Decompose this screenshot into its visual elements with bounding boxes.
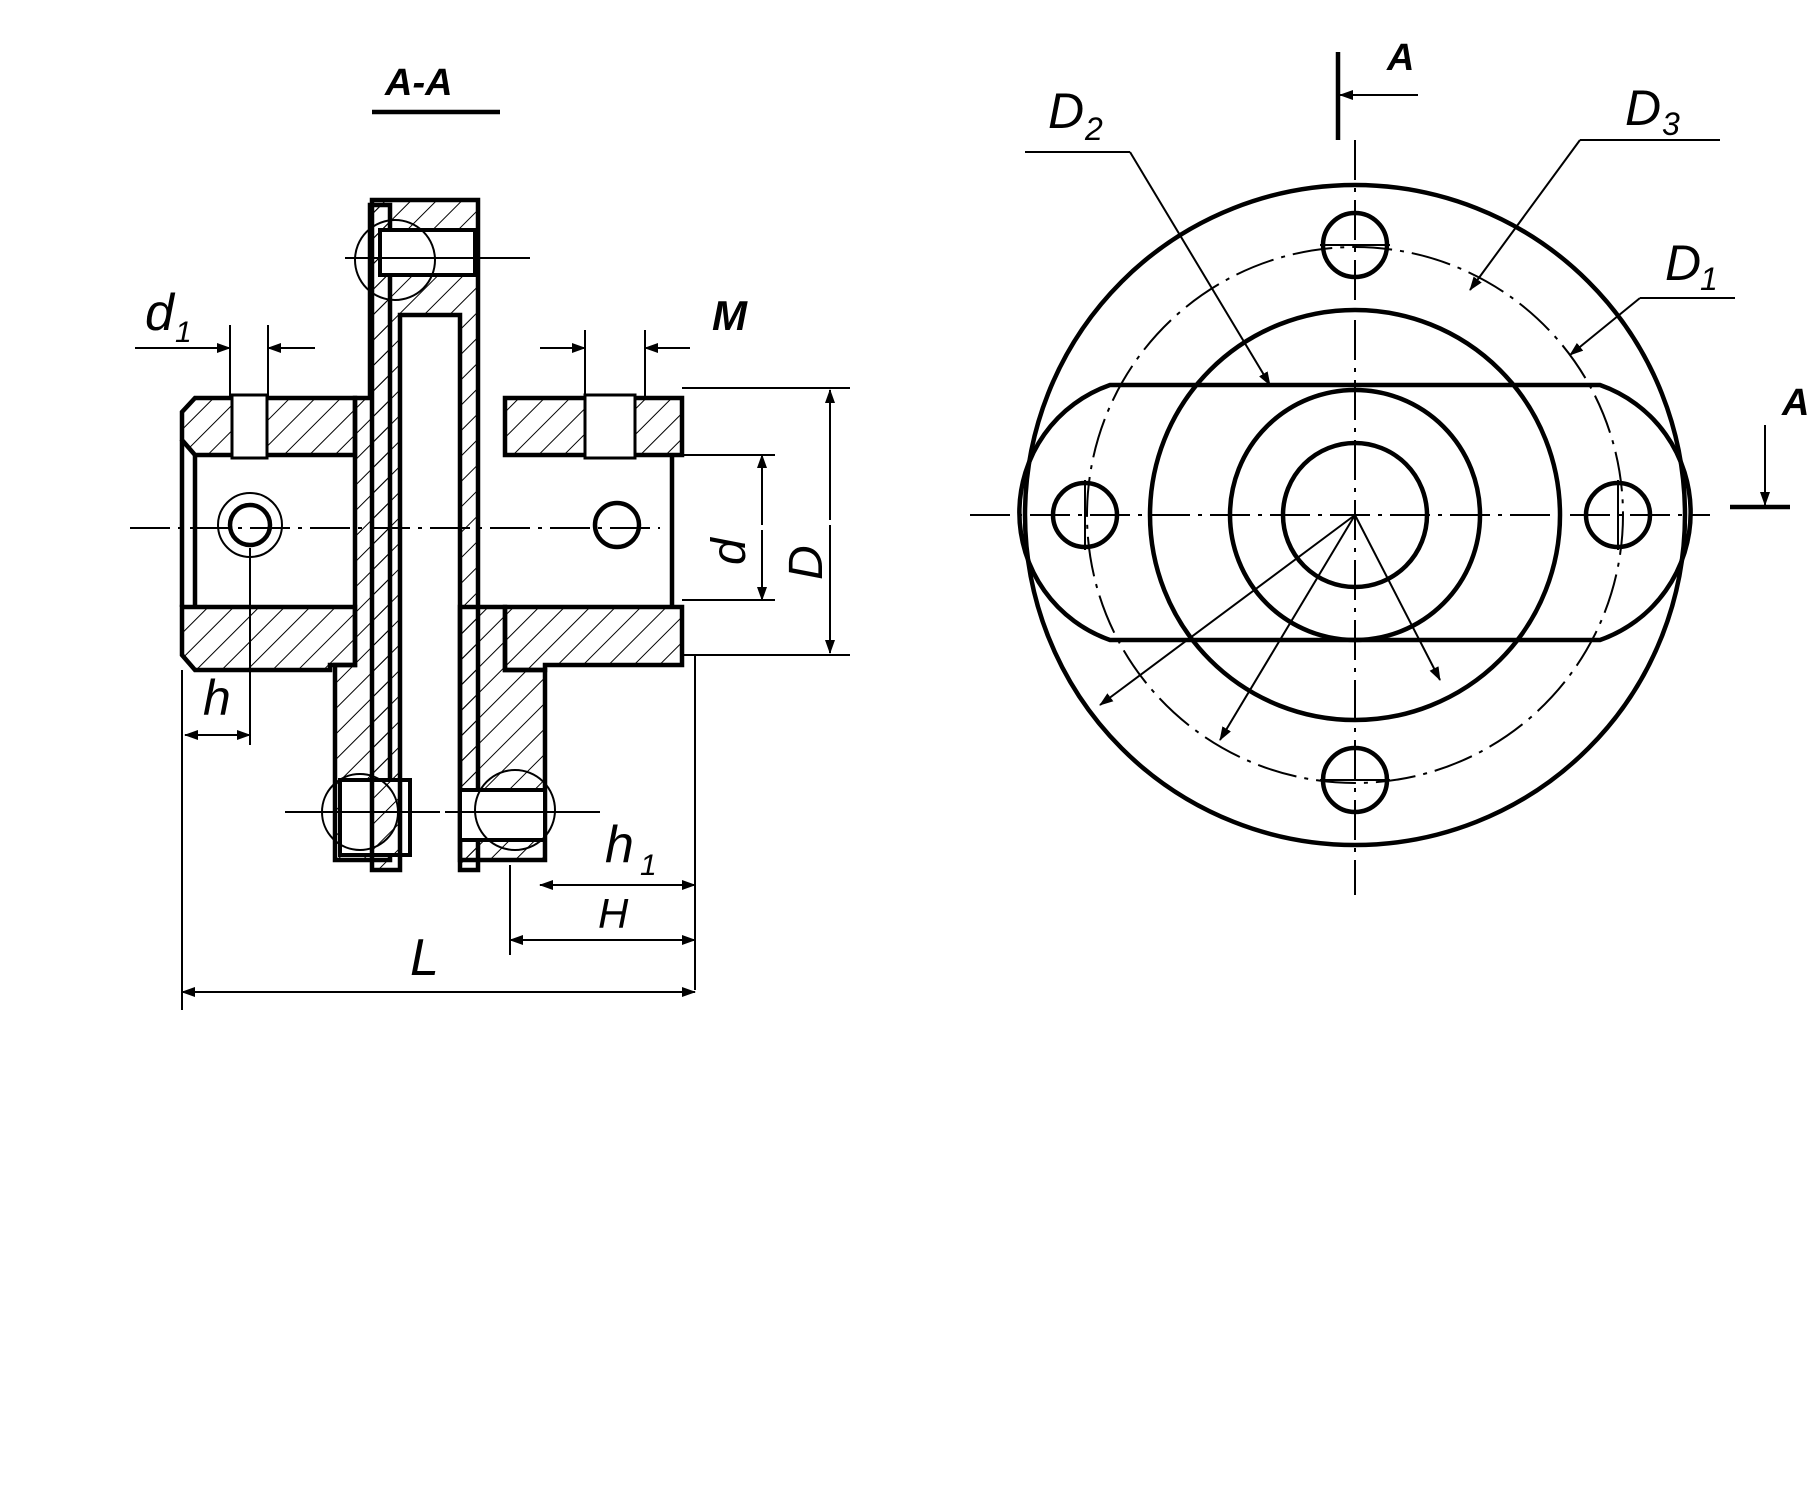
dim-H: H xyxy=(509,865,696,955)
center-disk xyxy=(345,197,530,873)
set-screw-hole-right xyxy=(592,500,642,550)
dim-d: d xyxy=(682,454,775,601)
right-flange xyxy=(445,604,600,863)
label-D2-sub: 2 xyxy=(1084,111,1103,147)
bore-circle xyxy=(1280,440,1430,590)
section-label-top: A xyxy=(1386,37,1414,79)
label-L: L xyxy=(410,929,439,987)
dim-D1: D 1 xyxy=(1099,235,1735,706)
hub-outer-circle xyxy=(1147,307,1563,723)
label-d1-sub: 1 xyxy=(175,316,192,349)
dim-M: M xyxy=(540,292,748,398)
label-D3-sub: 3 xyxy=(1662,106,1680,142)
left-hub xyxy=(179,393,358,673)
label-H: H xyxy=(598,890,629,937)
set-screw-hole-left xyxy=(227,502,273,548)
dim-d1: d 1 xyxy=(135,284,315,398)
dim-h1: h 1 xyxy=(539,655,696,990)
bolt-circle xyxy=(1086,246,1624,784)
label-D3: D xyxy=(1625,80,1661,136)
label-h1-sub: 1 xyxy=(640,849,657,882)
label-D: D xyxy=(780,545,833,580)
label-D1: D xyxy=(1665,235,1701,291)
right-hub xyxy=(502,393,685,673)
section-marker-right: A xyxy=(1730,382,1809,510)
label-M: M xyxy=(712,292,748,339)
dim-h: h xyxy=(184,548,251,745)
dim-D2: D 2 xyxy=(1025,83,1441,681)
front-view: D 2 D 3 D 1 A A xyxy=(970,37,1809,895)
section-title: A-A xyxy=(384,62,453,104)
oblong-slot xyxy=(1017,382,1693,643)
bolt-hole-left xyxy=(1050,480,1120,550)
section-marker-top: A xyxy=(1335,37,1418,140)
dim-D3: D 3 xyxy=(1219,80,1720,741)
bolt-hole-right xyxy=(1583,480,1653,550)
bolt-hole-top xyxy=(1320,210,1390,280)
section-label-right: A xyxy=(1781,382,1809,424)
label-h: h xyxy=(203,670,231,726)
label-d1: d xyxy=(145,284,176,342)
label-D2: D xyxy=(1048,83,1084,139)
section-view: A-A xyxy=(130,62,850,1010)
dim-D: D xyxy=(682,387,850,656)
dim-L: L xyxy=(181,670,696,1010)
label-h1: h xyxy=(605,816,634,874)
label-d: d xyxy=(703,537,756,565)
bolt-hole-bottom xyxy=(1320,745,1390,815)
label-D1-sub: 1 xyxy=(1700,261,1718,297)
outer-flange-circle xyxy=(1022,182,1688,848)
